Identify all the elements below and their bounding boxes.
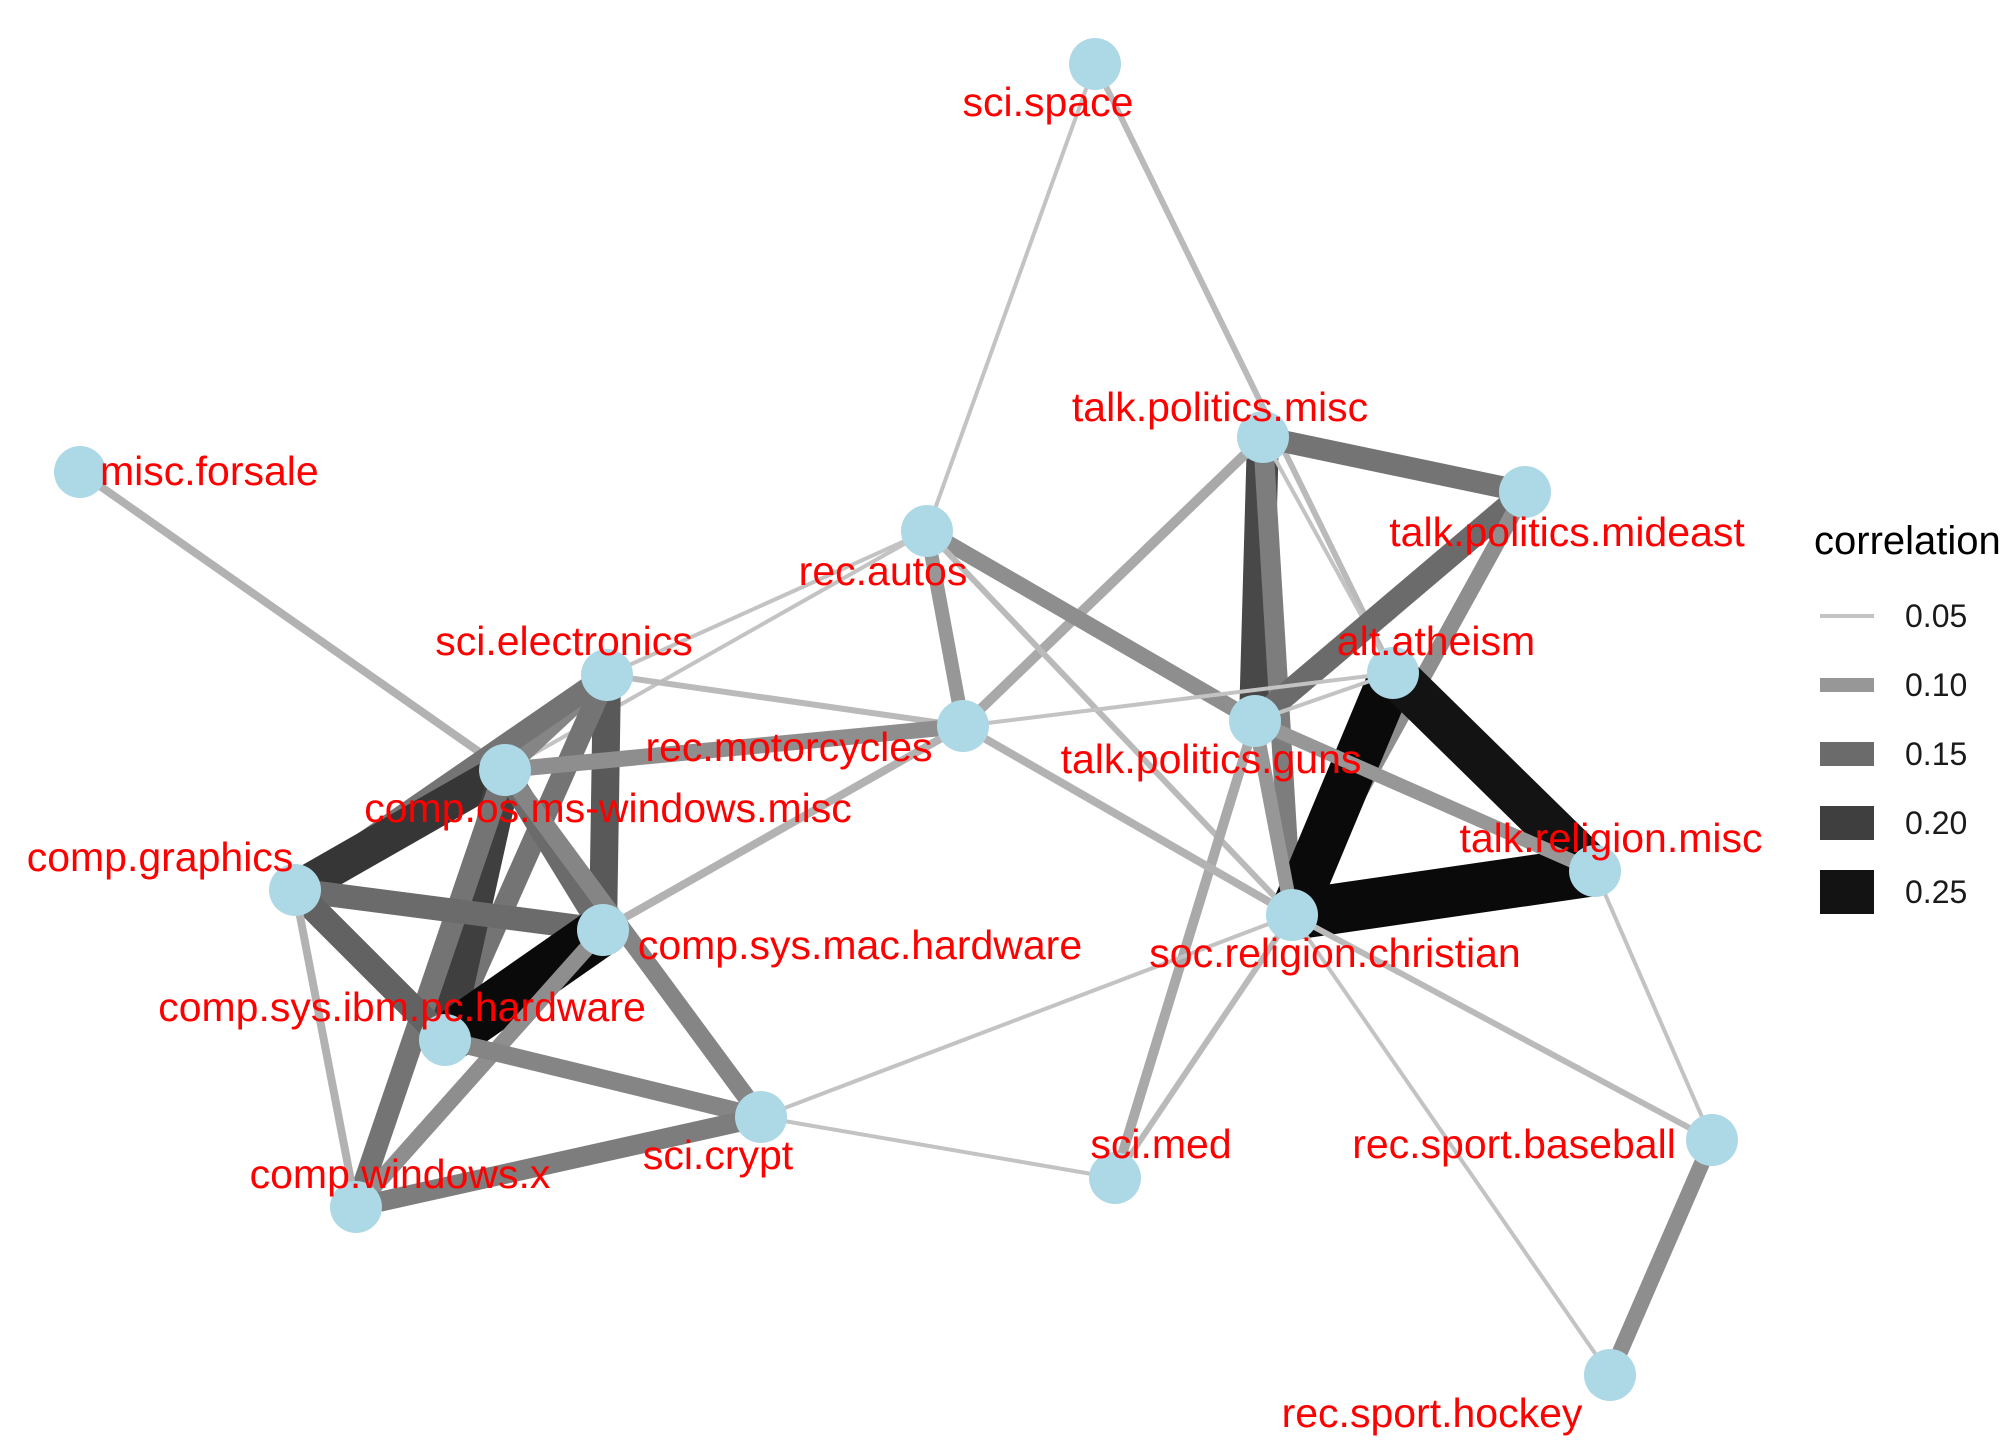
node-misc.forsale xyxy=(54,446,106,498)
legend-key-label: 0.20 xyxy=(1905,805,1967,841)
node-comp.sys.ibm.pc.hardware xyxy=(419,1014,471,1066)
node-comp.graphics xyxy=(269,864,321,916)
edge-comp.sys.ibm.pc.hardware-sci.crypt xyxy=(442,1031,764,1126)
node-label-comp.os.ms-windows.misc: comp.os.ms-windows.misc xyxy=(364,785,852,831)
edge-rec.autos-sci.electronics xyxy=(606,529,928,677)
legend-key-label: 0.25 xyxy=(1905,874,1967,910)
edge-sci.space-rec.autos xyxy=(925,63,1097,532)
node-label-rec.motorcycles: rec.motorcycles xyxy=(645,724,932,770)
node-label-rec.sport.baseball: rec.sport.baseball xyxy=(1352,1121,1676,1167)
edge-comp.graphics-comp.windows.x xyxy=(291,889,360,1208)
node-label-sci.med: sci.med xyxy=(1090,1121,1231,1167)
edge-comp.os.ms-windows.misc-comp.windows.x xyxy=(345,766,516,1211)
node-label-talk.politics.misc: talk.politics.misc xyxy=(1072,384,1368,430)
legend-title: correlation xyxy=(1814,519,2001,563)
edge-sci.crypt-sci.med xyxy=(760,1115,1116,1180)
node-sci.med xyxy=(1089,1152,1141,1204)
node-rec.sport.hockey xyxy=(1584,1349,1636,1401)
legend-key-label: 0.05 xyxy=(1905,598,1967,634)
node-label-rec.sport.hockey: rec.sport.hockey xyxy=(1282,1390,1583,1436)
edge-soc.religion.christian-talk.religion.misc xyxy=(1288,846,1599,940)
node-label-soc.religion.christian: soc.religion.christian xyxy=(1149,930,1520,976)
edge-comp.os.ms-windows.misc-comp.graphics xyxy=(286,754,514,906)
edge-sci.crypt-soc.religion.christian xyxy=(760,913,1293,1119)
node-sci.space xyxy=(1069,38,1121,90)
node-alt.atheism xyxy=(1367,647,1419,699)
node-label-comp.sys.mac.hardware: comp.sys.mac.hardware xyxy=(638,922,1082,968)
node-comp.windows.x xyxy=(330,1181,382,1233)
node-rec.motorcycles xyxy=(937,700,989,752)
edge-sci.electronics-rec.motorcycles xyxy=(606,672,964,729)
node-comp.sys.mac.hardware xyxy=(577,904,629,956)
edge-rec.autos-rec.motorcycles xyxy=(920,529,970,728)
edge-alt.atheism-talk.religion.misc xyxy=(1377,657,1611,887)
edge-comp.graphics-comp.sys.ibm.pc.hardware xyxy=(285,880,455,1050)
edge-talk.politics.guns-sci.med xyxy=(1110,719,1260,1180)
edge-talk.religion.misc-rec.sport.baseball xyxy=(1593,870,1714,1141)
edge-rec.sport.baseball-rec.sport.hockey xyxy=(1602,1136,1720,1379)
node-label-sci.crypt: sci.crypt xyxy=(643,1132,794,1178)
node-talk.politics.guns xyxy=(1229,695,1281,747)
edge-rec.motorcycles-soc.religion.christian xyxy=(961,722,1294,919)
node-label-sci.space: sci.space xyxy=(963,79,1134,125)
legend-keys: 0.05 0.10 0.15 0.20 0.25 xyxy=(1820,598,1967,914)
node-label-talk.politics.mideast: talk.politics.mideast xyxy=(1389,509,1745,555)
edge-sci.electronics-comp.sys.mac.hardware xyxy=(589,674,621,931)
edge-rec.autos-soc.religion.christian xyxy=(924,528,1295,918)
edge-alt.atheism-rec.motorcycles xyxy=(962,671,1394,728)
edge-talk.politics.misc-soc.religion.christian xyxy=(1253,436,1302,916)
edge-comp.windows.x-sci.crypt xyxy=(353,1107,764,1217)
node-label-talk.politics.guns: talk.politics.guns xyxy=(1061,736,1362,782)
legend-key-label: 0.15 xyxy=(1905,736,1967,772)
labels-layer: sci.space misc.forsale talk.politics.misc t… xyxy=(27,79,1763,1436)
edge-comp.os.ms-windows.misc-sci.crypt xyxy=(497,764,769,1123)
node-label-comp.windows.x: comp.windows.x xyxy=(250,1151,551,1197)
node-label-talk.religion.misc: talk.religion.misc xyxy=(1459,815,1762,861)
node-label-rec.autos: rec.autos xyxy=(799,548,968,594)
edge-comp.sys.mac.hardware-comp.windows.x xyxy=(350,924,609,1213)
edge-misc.forsale-comp.os.ms-windows.misc xyxy=(77,468,508,774)
edge-talk.politics.misc-talk.politics.mideast xyxy=(1260,426,1528,503)
edge-rec.autos-talk.politics.guns xyxy=(922,524,1260,728)
edge-soc.religion.christian-sci.med xyxy=(1112,913,1295,1180)
edge-sci.space-alt.atheism xyxy=(1092,62,1396,675)
node-rec.autos xyxy=(901,505,953,557)
edge-comp.graphics-comp.sys.mac.hardware xyxy=(293,878,605,942)
nodes-layer xyxy=(54,38,1738,1401)
edge-alt.atheism-soc.religion.christian xyxy=(1270,664,1415,924)
edge-soc.religion.christian-rec.sport.hockey xyxy=(1290,913,1612,1377)
edge-rec.motorcycles-comp.sys.mac.hardware xyxy=(601,722,965,934)
edge-talk.politics.guns-soc.religion.christian xyxy=(1248,719,1299,917)
edge-talk.politics.misc-rec.motorcycles xyxy=(959,433,1267,730)
node-soc.religion.christian xyxy=(1266,889,1318,941)
node-sci.electronics xyxy=(581,649,633,701)
node-label-comp.graphics: comp.graphics xyxy=(27,834,294,880)
node-comp.os.ms-windows.misc xyxy=(479,744,531,796)
edge-talk.politics.guns-talk.religion.misc xyxy=(1252,714,1598,878)
node-label-alt.atheism: alt.atheism xyxy=(1337,618,1535,664)
node-label-misc.forsale: misc.forsale xyxy=(100,448,319,494)
legend-key-label: 0.10 xyxy=(1905,667,1967,703)
node-label-comp.sys.ibm.pc.hardware: comp.sys.ibm.pc.hardware xyxy=(158,984,646,1030)
legend: correlation 0.05 0.10 0.15 0.20 0.25 xyxy=(1814,519,2001,914)
node-talk.politics.misc xyxy=(1237,411,1289,463)
edge-soc.religion.christian-rec.sport.baseball xyxy=(1290,912,1714,1143)
edge-rec.motorcycles-comp.os.ms-windows.misc xyxy=(504,718,964,778)
node-sci.crypt xyxy=(735,1091,787,1143)
node-talk.politics.mideast xyxy=(1499,466,1551,518)
node-label-sci.electronics: sci.electronics xyxy=(435,618,692,664)
node-rec.sport.baseball xyxy=(1686,1114,1738,1166)
node-talk.religion.misc xyxy=(1569,845,1621,897)
